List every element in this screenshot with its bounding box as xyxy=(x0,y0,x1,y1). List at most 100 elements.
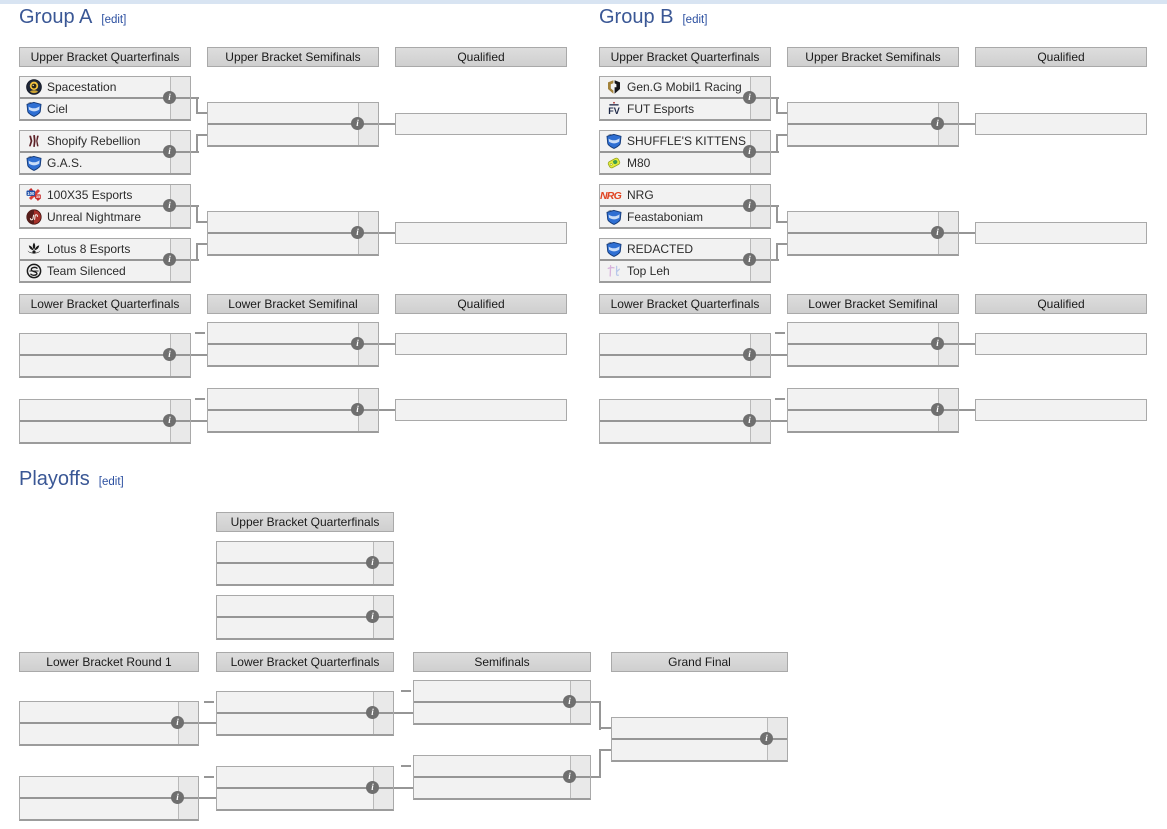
match: i xyxy=(599,333,771,378)
geng-icon[interactable] xyxy=(600,77,627,97)
nrg-wordmark-icon[interactable]: NRG xyxy=(600,185,627,205)
bracket-connector xyxy=(599,749,611,751)
team-name[interactable]: Top Leh xyxy=(627,264,670,278)
unreal-nightmare-icon[interactable] xyxy=(20,207,47,227)
team-name[interactable]: Shopify Rebellion xyxy=(47,134,141,148)
info-icon[interactable]: i xyxy=(743,199,756,212)
top-border-strip xyxy=(0,0,1167,4)
info-icon[interactable]: i xyxy=(743,253,756,266)
info-icon[interactable]: i xyxy=(743,414,756,427)
score-cell xyxy=(750,77,770,97)
info-icon[interactable]: i xyxy=(366,610,379,623)
svg-text:FV: FV xyxy=(608,106,620,116)
bracket-connector xyxy=(771,420,787,422)
info-icon[interactable]: i xyxy=(931,117,944,130)
info-icon[interactable]: i xyxy=(163,145,176,158)
feeder-stub xyxy=(195,398,205,400)
score-cell xyxy=(178,777,198,797)
info-icon[interactable]: i xyxy=(351,403,364,416)
team-name[interactable]: Team Silenced xyxy=(47,264,126,278)
team-name[interactable]: Ciel xyxy=(47,102,68,116)
fut-icon[interactable]: FV xyxy=(600,99,627,119)
info-icon[interactable]: i xyxy=(931,337,944,350)
info-icon[interactable]: i xyxy=(163,199,176,212)
rocket-league-shield-icon[interactable] xyxy=(600,131,627,151)
edit-link[interactable]: [edit] xyxy=(682,14,708,26)
info-icon[interactable]: i xyxy=(351,226,364,239)
edit-link[interactable]: [edit] xyxy=(101,14,127,26)
match-row: REDACTED xyxy=(600,239,770,261)
score-cell xyxy=(373,692,393,712)
match-row: FV FUT Esports xyxy=(600,99,770,119)
match-row: Ciel xyxy=(20,99,190,119)
score-cell xyxy=(750,422,770,442)
top-leh-icon[interactable] xyxy=(600,261,627,281)
info-icon[interactable]: i xyxy=(351,117,364,130)
match-row xyxy=(208,103,378,125)
match-row xyxy=(208,411,378,431)
info-icon[interactable]: i xyxy=(366,556,379,569)
team-name[interactable]: Feastaboniam xyxy=(627,210,704,224)
spacestation-astronaut-icon[interactable] xyxy=(20,77,47,97)
info-icon[interactable]: i xyxy=(743,145,756,158)
rocket-league-shield-icon[interactable] xyxy=(600,239,627,259)
info-icon[interactable]: i xyxy=(760,732,773,745)
info-icon[interactable]: i xyxy=(931,226,944,239)
team-name[interactable]: Unreal Nightmare xyxy=(47,210,142,224)
team-silenced-icon[interactable] xyxy=(20,261,47,281)
qualified-slot xyxy=(975,222,1147,244)
info-icon[interactable]: i xyxy=(563,695,576,708)
match-row: Gen.G Mobil1 Racing xyxy=(600,77,770,99)
score-cell xyxy=(938,212,958,232)
info-icon[interactable]: i xyxy=(366,706,379,719)
info-icon[interactable]: i xyxy=(171,791,184,804)
info-icon[interactable]: i xyxy=(163,91,176,104)
team-name[interactable]: Lotus 8 Esports xyxy=(47,242,131,256)
bracket-connector xyxy=(196,97,198,114)
match-row xyxy=(788,345,958,365)
bracket-connector xyxy=(776,205,778,223)
info-icon[interactable]: i xyxy=(743,91,756,104)
team-name[interactable]: NRG xyxy=(627,188,654,202)
rocket-league-shield-icon[interactable] xyxy=(600,207,627,227)
info-icon[interactable]: i xyxy=(351,337,364,350)
match-row xyxy=(612,740,787,760)
team-name[interactable]: Gen.G Mobil1 Racing xyxy=(627,80,742,94)
info-icon[interactable]: i xyxy=(931,403,944,416)
score-cell xyxy=(767,740,787,760)
lotus-8-icon[interactable] xyxy=(20,239,47,259)
m80-icon[interactable] xyxy=(600,153,627,173)
match-row: Team Silenced xyxy=(20,261,190,281)
round-header: Upper Bracket Semifinals xyxy=(787,47,959,67)
team-name[interactable]: FUT Esports xyxy=(627,102,695,116)
bracket-connector xyxy=(591,776,601,778)
team-name[interactable]: Spacestation xyxy=(47,80,117,94)
bracket-connector xyxy=(776,97,778,114)
team-name[interactable]: G.A.S. xyxy=(47,156,83,170)
match-row: Unreal Nightmare xyxy=(20,207,190,227)
edit-link[interactable]: [edit] xyxy=(98,476,124,488)
info-icon[interactable]: i xyxy=(163,253,176,266)
info-icon[interactable]: i xyxy=(743,348,756,361)
match-row: Shopify Rebellion xyxy=(20,131,190,153)
team-name[interactable]: M80 xyxy=(627,156,651,170)
info-icon[interactable]: i xyxy=(163,348,176,361)
rocket-league-shield-icon[interactable] xyxy=(20,99,47,119)
match-row: G.A.S. xyxy=(20,153,190,173)
rocket-league-shield-icon[interactable] xyxy=(20,153,47,173)
info-icon[interactable]: i xyxy=(171,716,184,729)
team-name[interactable]: SHUFFLE'S KITTENS xyxy=(627,134,746,148)
shopify-rebellion-icon[interactable] xyxy=(20,131,47,151)
team-name[interactable]: REDACTED xyxy=(627,242,694,256)
info-icon[interactable]: i xyxy=(563,770,576,783)
score-cell xyxy=(358,234,378,254)
round-header: Qualified xyxy=(975,47,1147,67)
round-header: Qualified xyxy=(975,294,1147,314)
team-name[interactable]: 100X35 Esports xyxy=(47,188,133,202)
info-icon[interactable]: i xyxy=(163,414,176,427)
score-cell xyxy=(358,389,378,409)
info-icon[interactable]: i xyxy=(366,781,379,794)
